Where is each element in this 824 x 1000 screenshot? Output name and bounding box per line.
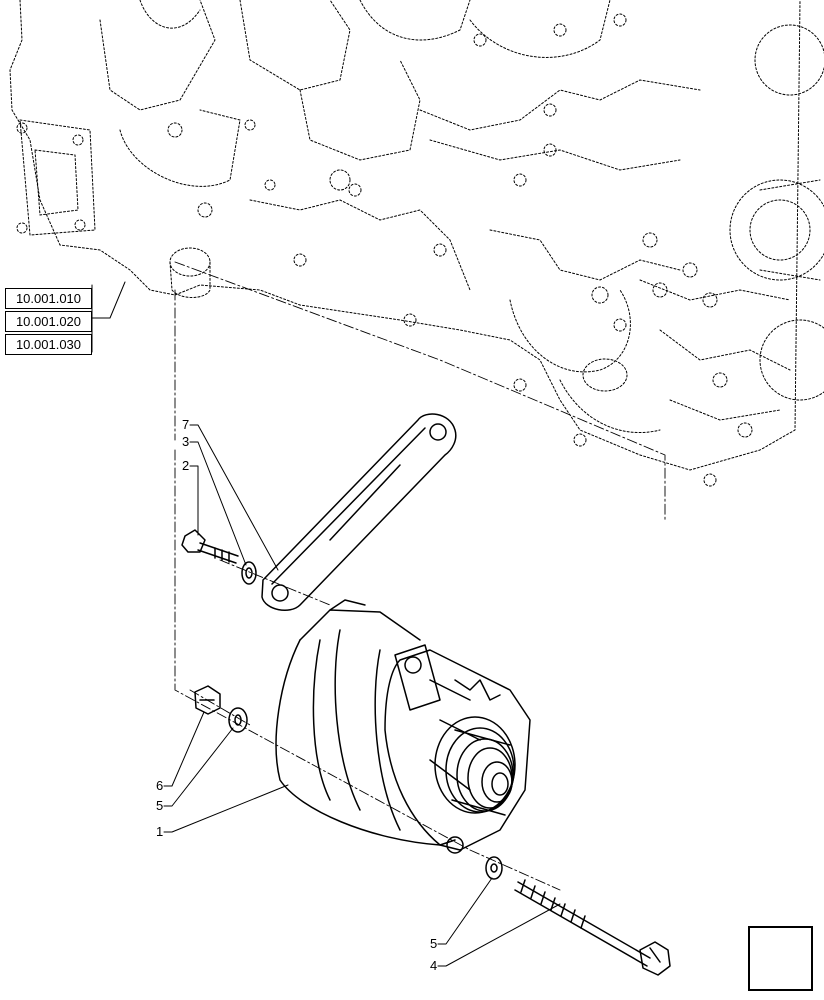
callout-6: 6 bbox=[156, 778, 164, 793]
bracket-part bbox=[261, 413, 457, 612]
alternator-part bbox=[275, 599, 531, 854]
next-page-button[interactable] bbox=[748, 926, 813, 991]
callout-2: 2 bbox=[182, 458, 190, 473]
callout-3: 3 bbox=[182, 434, 190, 449]
callout-5-upper: 5 bbox=[156, 798, 164, 813]
bolt-4-part bbox=[514, 879, 671, 976]
engine-block-phantom bbox=[9, 0, 824, 487]
leader-lines bbox=[91, 281, 561, 967]
callout-1: 1 bbox=[156, 824, 164, 839]
washer-5b-part bbox=[485, 856, 503, 880]
bolt-2-part bbox=[181, 529, 239, 564]
assembly-center-lines bbox=[174, 261, 666, 891]
callout-5-lower: 5 bbox=[430, 936, 438, 951]
washer-5a-part bbox=[228, 707, 248, 733]
reference-box-3[interactable]: 10.001.030 bbox=[5, 334, 92, 355]
callout-7: 7 bbox=[182, 417, 190, 432]
reference-box-2[interactable]: 10.001.020 bbox=[5, 311, 92, 332]
nut-6-part bbox=[194, 685, 221, 715]
reference-box-1[interactable]: 10.001.010 bbox=[5, 288, 92, 309]
callout-4: 4 bbox=[430, 958, 438, 973]
washer-3-part bbox=[241, 561, 257, 585]
